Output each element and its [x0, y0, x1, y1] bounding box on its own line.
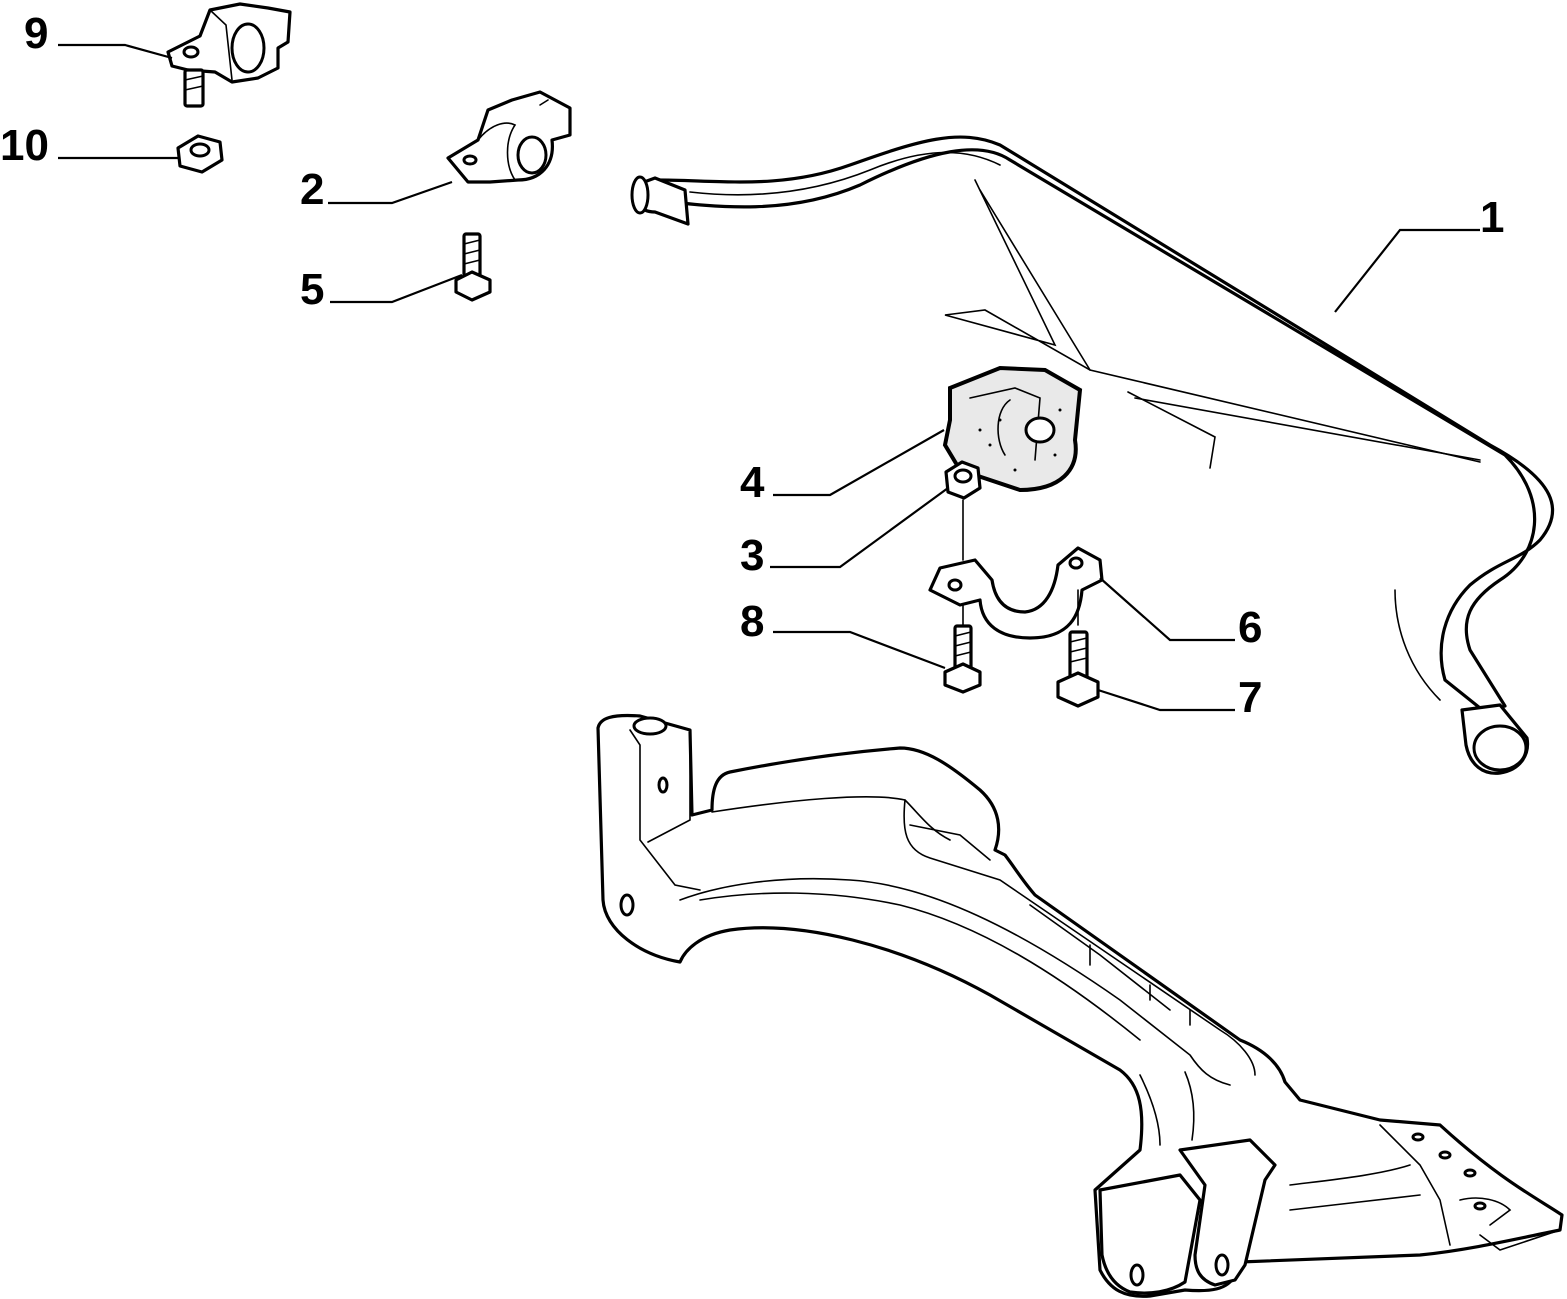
callout-1: 1: [1480, 193, 1504, 242]
callout-9: 9: [24, 9, 48, 58]
flange-bolt-icon: [1056, 630, 1100, 708]
callout-2: 2: [300, 165, 324, 214]
clamp-bracket-icon: [928, 546, 1104, 640]
flange-bolt-icon: [454, 232, 492, 302]
leader-lines: [58, 43, 1480, 712]
callout-4: 4: [740, 458, 765, 507]
bracket-with-stud-icon: [166, 2, 292, 108]
stabilizer-bar-icon: [630, 135, 1555, 775]
callout-7: 7: [1238, 673, 1262, 722]
callout-6: 6: [1238, 603, 1262, 652]
callout-5: 5: [300, 265, 324, 314]
callouts: 1 2 3 4 5 6 7 8 9 10: [0, 9, 1504, 722]
hex-nut-icon: [944, 460, 982, 561]
flange-bolt-icon: [943, 624, 982, 694]
callout-3: 3: [740, 531, 764, 580]
hex-nut-icon: [176, 134, 224, 174]
subframe-crossmember-icon: [596, 713, 1564, 1298]
bushing-bracket-icon: [446, 90, 572, 184]
callout-8: 8: [740, 597, 764, 646]
callout-10: 10: [0, 121, 49, 170]
